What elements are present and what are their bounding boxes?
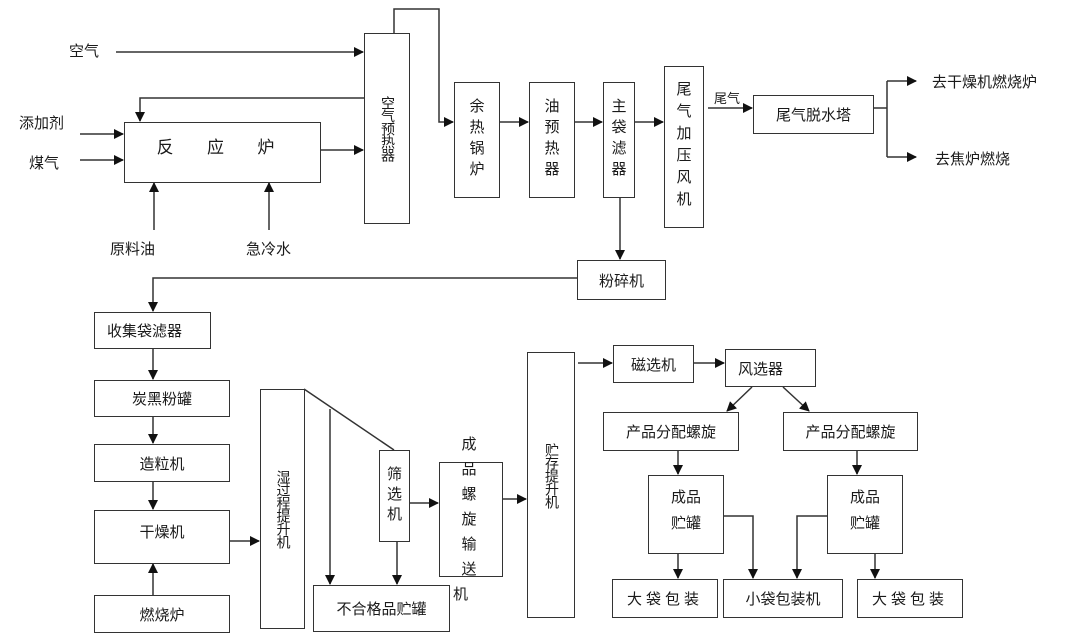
node-air-preheater-label: 空气预热器 <box>379 96 395 161</box>
node-reject-tank-label: 不合格品贮罐 <box>336 600 427 618</box>
tank-label-line: 贮罐 <box>849 514 880 532</box>
node-product-screw-conveyor[interactable]: 成品 螺旋 输送 机 <box>439 435 503 603</box>
node-pelletizer-label: 造粒机 <box>139 454 185 473</box>
node-oil-preheater[interactable]: 油预热器 <box>529 82 575 198</box>
node-air-classifier[interactable]: 风选器 <box>725 349 816 387</box>
conveyor-label-line: 螺旋 <box>461 485 481 528</box>
node-small-bag-packer[interactable]: 小袋包装机 <box>723 579 843 618</box>
node-tail-gas-dewatering-tower-label: 尾气脱水塔 <box>775 106 851 124</box>
node-pulverizer-label: 粉碎机 <box>598 271 644 290</box>
node-wet-process-elevator[interactable]: 湿过程提升机 <box>260 389 305 629</box>
node-combustion-furnace-label: 燃烧炉 <box>139 605 185 624</box>
input-feedoil-label: 原料油 <box>110 240 156 258</box>
output-to-coke-oven: 去焦炉燃烧 <box>935 150 1011 168</box>
node-storage-elevator-label: 贮存提升机 <box>543 442 559 508</box>
node-product-tank-left[interactable]: 成品 贮罐 <box>648 475 724 554</box>
node-carbon-black-powder-tank[interactable]: 炭黑粉罐 <box>94 380 230 417</box>
node-distribution-screw-right[interactable]: 产品分配螺旋 <box>783 412 918 451</box>
arrow-tankleft-to-smallbag <box>723 515 758 579</box>
node-tail-gas-blower-label: 尾气加压风机 <box>674 81 693 213</box>
arrow-pulverizer-to-collector <box>148 277 577 312</box>
input-additive-label: 添加剂 <box>19 114 65 132</box>
node-magnetic-separator[interactable]: 磁选机 <box>613 345 694 383</box>
node-screener[interactable]: 筛选机 <box>379 450 410 542</box>
conveyor-label-line: 输送 <box>461 535 481 578</box>
arrow-preheater-to-boiler <box>393 8 454 127</box>
node-big-bag-right-label: 大袋包装 <box>871 590 948 608</box>
conveyor-label-line: 机 <box>453 585 473 603</box>
input-air-label: 空气 <box>69 42 100 60</box>
node-waste-heat-boiler[interactable]: 余热锅炉 <box>454 82 500 198</box>
node-dryer-label: 干燥机 <box>139 523 185 541</box>
tower-branch <box>873 81 888 157</box>
node-reactor-label: 反 应 炉 <box>156 138 289 158</box>
node-carbon-black-powder-tank-label: 炭黑粉罐 <box>131 390 192 408</box>
arrow-classifier-to-screw-right <box>782 386 810 412</box>
node-storage-elevator[interactable]: 贮存提升机 <box>527 352 575 618</box>
node-pulverizer[interactable]: 粉碎机 <box>577 260 666 300</box>
node-magnetic-separator-label: 磁选机 <box>630 355 676 374</box>
arrow-tankright-to-smallbag <box>792 515 827 579</box>
node-collecting-bag-filter-label: 收集袋滤器 <box>107 322 183 340</box>
node-distribution-screw-right-label: 产品分配螺旋 <box>805 423 896 441</box>
line-elevator-to-screener <box>303 388 395 451</box>
node-big-bag-left[interactable]: 大袋包装 <box>612 579 718 618</box>
node-collecting-bag-filter[interactable]: 收集袋滤器 <box>94 312 211 349</box>
node-main-bag-filter[interactable]: 主袋滤器 <box>603 82 635 198</box>
node-tail-gas-dewatering-tower[interactable]: 尾气脱水塔 <box>753 95 874 134</box>
node-tail-gas-blower[interactable]: 尾气加压风机 <box>664 66 704 228</box>
node-product-tank-left-label: 成品 贮罐 <box>666 484 706 536</box>
node-wet-process-elevator-label: 湿过程提升机 <box>274 470 291 548</box>
node-small-bag-packer-label: 小袋包装机 <box>745 590 821 608</box>
node-big-bag-right[interactable]: 大袋包装 <box>857 579 963 618</box>
arrow-classifier-to-screw-left <box>726 386 753 412</box>
node-dryer[interactable]: 干燥机 <box>94 510 230 564</box>
tank-label-line: 贮罐 <box>670 514 701 532</box>
node-combustion-furnace[interactable]: 燃烧炉 <box>94 595 230 633</box>
node-distribution-screw-left-label: 产品分配螺旋 <box>625 423 716 441</box>
tank-label-line: 成品 <box>849 488 880 506</box>
node-main-bag-filter-label: 主袋滤器 <box>609 98 628 182</box>
node-reactor[interactable]: 反 应 炉 <box>124 122 321 183</box>
conveyor-label-line: 成品 <box>461 435 481 478</box>
node-product-screw-conveyor-label: 成品 螺旋 输送 机 <box>453 432 489 607</box>
node-distribution-screw-left[interactable]: 产品分配螺旋 <box>603 412 739 451</box>
node-product-tank-right-label: 成品 贮罐 <box>845 484 885 536</box>
node-waste-heat-boiler-label: 余热锅炉 <box>467 98 486 182</box>
node-screener-label: 筛选机 <box>385 466 403 526</box>
tank-label-line: 成品 <box>670 488 701 506</box>
input-quenchwater-label: 急冷水 <box>246 240 292 258</box>
edge-tail-gas-label: 尾气 <box>714 92 741 107</box>
node-air-classifier-label: 风选器 <box>738 359 784 378</box>
output-to-dryer-furnace: 去干燥机燃烧炉 <box>932 73 1038 91</box>
node-air-preheater[interactable]: 空气预热器 <box>364 33 410 224</box>
node-big-bag-left-label: 大袋包装 <box>626 590 703 608</box>
arrow-preheater-to-reactor <box>135 97 364 122</box>
node-product-tank-right[interactable]: 成品 贮罐 <box>827 475 903 554</box>
node-reject-tank[interactable]: 不合格品贮罐 <box>313 585 450 632</box>
node-oil-preheater-label: 油预热器 <box>542 98 561 182</box>
node-pelletizer[interactable]: 造粒机 <box>94 444 230 482</box>
input-coalgas-label: 煤气 <box>29 154 60 172</box>
